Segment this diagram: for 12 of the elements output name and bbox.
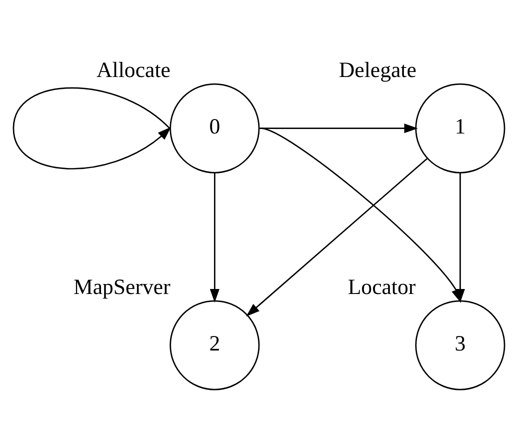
node-circle: 1 bbox=[415, 82, 506, 173]
arrow bbox=[12, 86, 172, 169]
node-circle: 0 bbox=[170, 82, 260, 173]
node-label: Delegate bbox=[338, 57, 416, 82]
arrow bbox=[246, 158, 428, 316]
arrow bbox=[455, 172, 465, 302]
arrow bbox=[259, 123, 418, 133]
node-label: Locator bbox=[348, 274, 416, 298]
node-label: Allocate bbox=[96, 57, 170, 82]
arrow bbox=[210, 172, 220, 302]
node-label: MapServer bbox=[73, 274, 170, 298]
node-circle: 3 bbox=[415, 300, 506, 390]
